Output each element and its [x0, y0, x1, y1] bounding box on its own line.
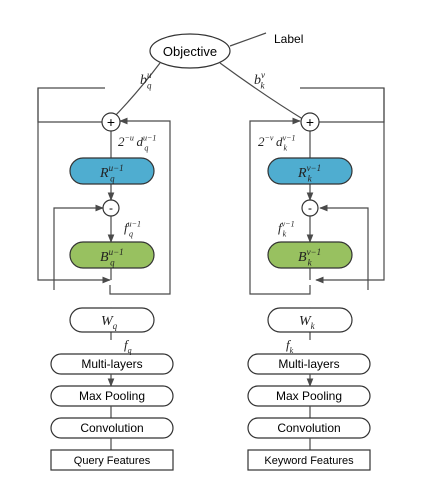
left-input-box	[50, 449, 174, 471]
objective-label: Objective	[163, 44, 217, 59]
right-outer-loop	[315, 88, 385, 284]
label-text: Label	[274, 32, 303, 46]
left-binary-block	[69, 241, 155, 269]
left-layer-pool: Max Pooling	[79, 389, 145, 403]
left-layer-multi-box	[50, 353, 174, 375]
left-inner-loop	[53, 204, 104, 290]
right-subtract-symbol: -	[308, 201, 312, 215]
right-reconstruct-block	[267, 157, 353, 185]
right-layer-pool-box	[247, 385, 371, 407]
right-binary-block	[267, 241, 353, 269]
left-layer-conv-box	[50, 417, 174, 439]
left-subtract-node	[102, 199, 120, 217]
right-input-label: Keyword Features	[264, 455, 354, 467]
right-layer-conv-box	[247, 417, 371, 439]
left-layer-pool-box	[50, 385, 174, 407]
left-outer-loop-top	[37, 87, 110, 123]
right-inner-loop	[319, 204, 369, 290]
right-layer-conv: Convolution	[277, 421, 340, 435]
left-add-symbol: +	[107, 114, 115, 130]
right-add-node	[300, 112, 320, 132]
right-add-symbol: +	[306, 114, 314, 130]
right-layer-multi: Multi-layers	[278, 357, 339, 371]
left-feedback-loop	[109, 117, 171, 295]
right-output-label: fk	[286, 337, 294, 355]
objective-node	[149, 33, 231, 69]
left-branch: + - Multi-layers Max Pooling Convolution…	[37, 87, 174, 471]
right-weight-block	[267, 307, 353, 333]
right-branch: + - Multi-layers Max Pooling Convolution…	[247, 87, 385, 471]
left-layer-multi: Multi-layers	[81, 357, 142, 371]
right-layer-multi-box	[247, 353, 371, 375]
left-weight-block	[69, 307, 155, 333]
right-input-box	[247, 449, 371, 471]
left-layer-conv: Convolution	[80, 421, 143, 435]
right-layer-pool: Max Pooling	[276, 389, 342, 403]
left-weight-label: Wq	[101, 314, 118, 331]
right-feedback-loop	[249, 117, 311, 295]
left-output-label: fq	[124, 337, 132, 355]
left-input-label: Query Features	[74, 455, 151, 467]
right-objective-curve	[219, 62, 307, 122]
left-subtract-symbol: -	[109, 201, 113, 215]
left-add-node	[101, 112, 121, 132]
label-connector	[229, 32, 267, 47]
left-objective-curve	[109, 62, 161, 122]
right-subtract-node	[301, 199, 319, 217]
left-outer-loop	[37, 88, 111, 284]
right-weight-label: Wk	[299, 314, 316, 331]
left-reconstruct-block	[69, 157, 155, 185]
